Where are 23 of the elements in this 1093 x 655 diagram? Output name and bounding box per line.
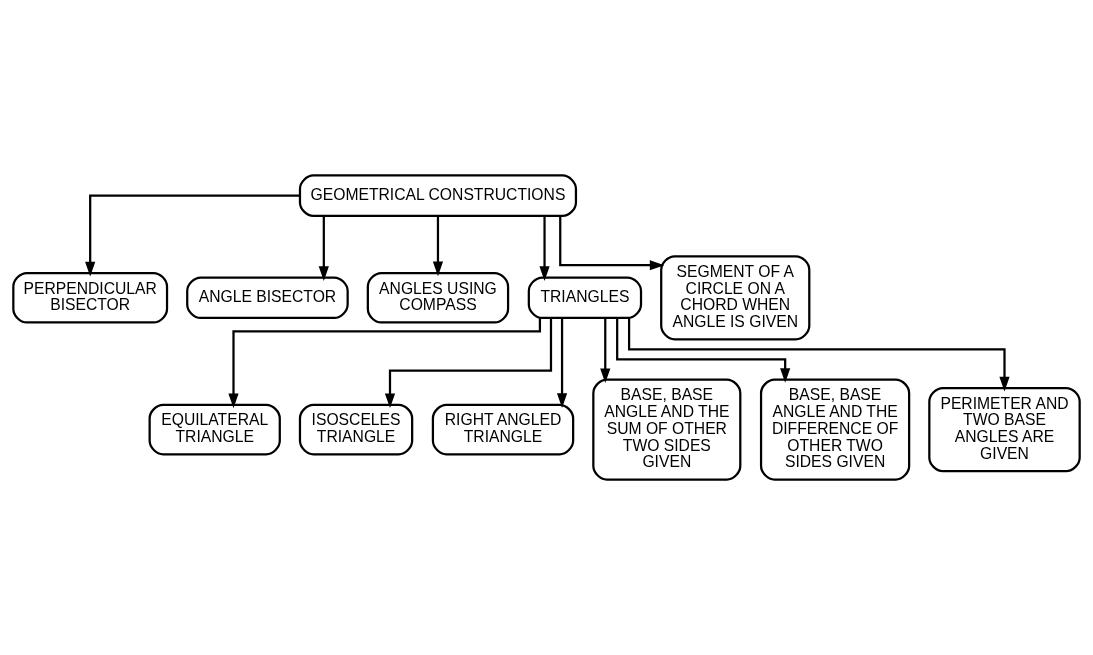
node-box: ISOSCELES TRIANGLE — [298, 403, 414, 456]
node-box: ANGLE BISECTOR — [186, 276, 349, 320]
node-box: BASE, BASE ANGLE AND THE SUM OF OTHER TWO SIDES GIVEN — [592, 378, 742, 481]
node-box: PERPENDICULAR BISECTOR — [12, 271, 169, 324]
arrow — [228, 318, 542, 409]
node-box: PERIMETER AND TWO BASE ANGLES ARE GIVEN — [928, 386, 1081, 473]
node-box: BASE, BASE ANGLE AND THE DIFFERENCE OF OTHER TWO SIDES GIVEN — [759, 378, 911, 481]
arrow — [384, 318, 553, 408]
node-box: GEOMETRICAL CONSTRUCTIONS — [298, 174, 578, 217]
node-box: TRIANGLES — [527, 276, 643, 320]
arrow — [85, 194, 300, 277]
node-box: SEGMENT OF A CIRCLE ON A CHORD WHEN ANGLE IS GIVEN — [660, 255, 811, 341]
arrow — [556, 318, 568, 408]
arrow — [616, 318, 791, 383]
node-box: EQUILATERAL TRIANGLE — [148, 403, 281, 456]
arrow — [559, 216, 665, 271]
arrow — [318, 216, 329, 281]
arrow — [628, 318, 1010, 392]
arrow — [600, 318, 611, 384]
node-box: ANGLES USING COMPASS — [366, 271, 510, 324]
node-box: RIGHT ANGLED TRIANGLE — [431, 403, 575, 456]
arrow — [432, 216, 444, 277]
arrow — [539, 216, 550, 281]
